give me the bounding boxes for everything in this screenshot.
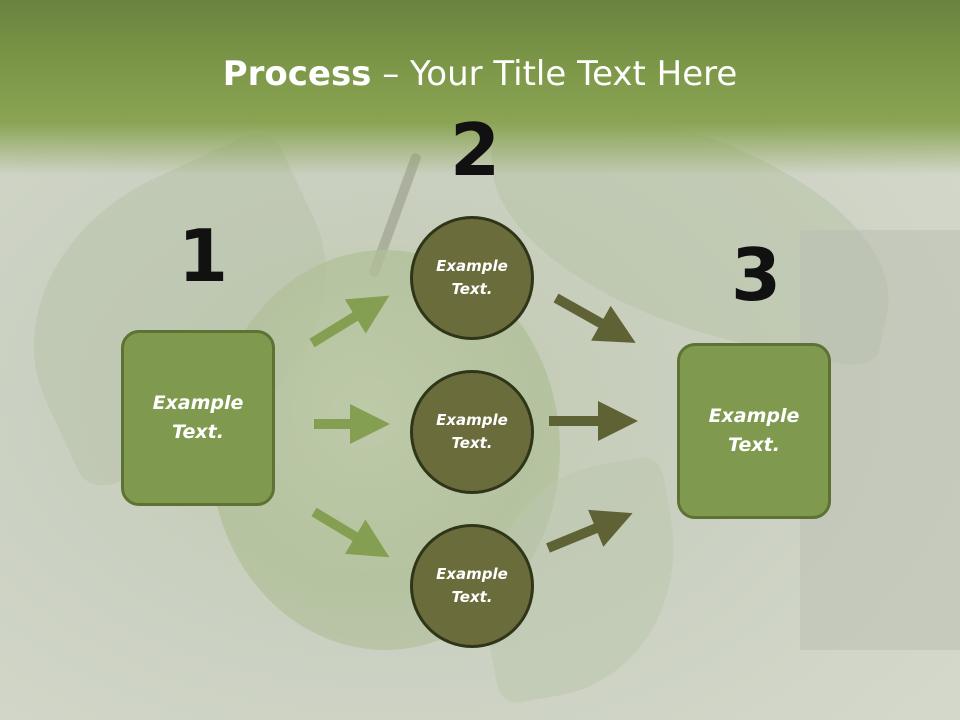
step-2-circle-middle[interactable]: Example Text. — [410, 370, 534, 494]
step-1-box[interactable]: Example Text. — [121, 330, 275, 506]
step-2-circle-bottom[interactable]: Example Text. — [410, 524, 534, 648]
step-number-3: 3 — [731, 233, 782, 317]
circle-bottom-text: Example Text. — [436, 565, 508, 606]
slide-title[interactable]: Process – Your Title Text Here — [0, 52, 960, 96]
arrow-left-to-bottom — [311, 507, 390, 558]
step-3-text: Example Text. — [708, 405, 800, 456]
slide-title-rest: – Your Title Text Here — [371, 54, 738, 94]
step-1-text: Example Text. — [152, 392, 244, 443]
step-number-1: 1 — [178, 214, 229, 298]
arrow-top-to-right — [553, 293, 636, 343]
arrow-left-to-top — [309, 295, 390, 348]
step-2-circle-top[interactable]: Example Text. — [410, 216, 534, 340]
circle-top-text: Example Text. — [436, 257, 508, 298]
step-number-2: 2 — [450, 108, 501, 192]
circle-middle-text: Example Text. — [436, 411, 508, 452]
arrow-bottom-to-right — [546, 509, 633, 553]
step-3-box[interactable]: Example Text. — [677, 343, 831, 519]
title-band — [0, 0, 960, 175]
slide-title-bold: Process — [222, 54, 372, 94]
